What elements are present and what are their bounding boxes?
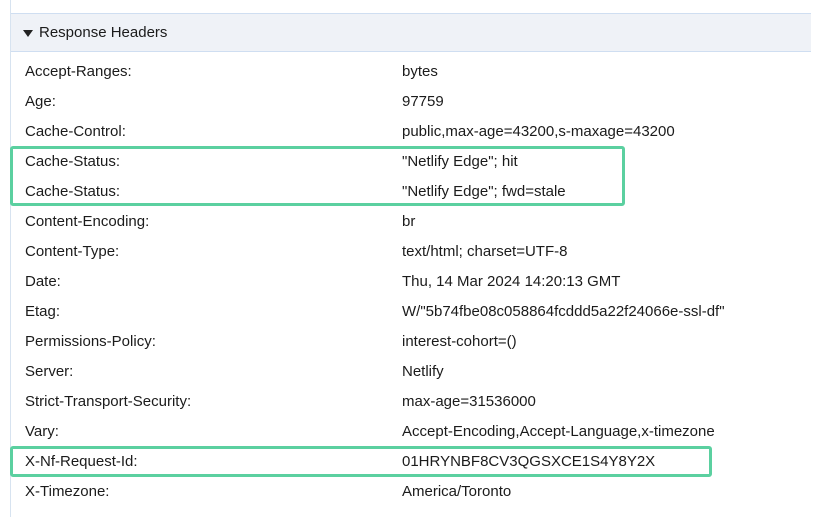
header-value[interactable]: public,max-age=43200,s-maxage=43200 — [402, 122, 675, 140]
header-name: X-Timezone: — [25, 482, 110, 500]
header-name: Cache-Control: — [25, 122, 126, 140]
header-value[interactable]: "Netlify Edge"; fwd=stale — [402, 182, 566, 200]
header-row[interactable]: Vary: Accept-Encoding,Accept-Language,x-t… — [11, 416, 811, 446]
header-name: Date: — [25, 272, 61, 290]
header-row[interactable]: Date: Thu, 14 Mar 2024 14:20:13 GMT — [11, 266, 811, 296]
header-value[interactable]: 97759 — [402, 92, 444, 110]
header-row[interactable]: Server: Netlify — [11, 356, 811, 386]
header-value[interactable]: 01HRYNBF8CV3QGSXCE1S4Y8Y2X — [402, 452, 656, 470]
section-title: Response Headers — [39, 24, 168, 41]
header-row[interactable]: Cache-Status: "Netlify Edge"; fwd=stale — [11, 176, 811, 206]
header-row[interactable]: Permissions-Policy: interest-cohort=() — [11, 326, 811, 356]
header-name: X-Nf-Request-Id: — [25, 452, 138, 470]
header-name: Etag: — [25, 302, 61, 320]
header-name: Server: — [25, 362, 74, 380]
header-name: Age: — [25, 92, 56, 110]
header-value[interactable]: max-age=31536000 — [402, 392, 536, 410]
header-row[interactable]: Cache-Status: "Netlify Edge"; hit — [11, 146, 811, 176]
header-row[interactable]: Accept-Ranges: bytes — [11, 56, 811, 86]
header-name: Content-Type: — [25, 242, 120, 260]
header-value[interactable]: W/"5b74fbe08c058864fcddd5a22f24066e-ssl-… — [402, 302, 725, 320]
triangle-down-icon[interactable] — [23, 27, 35, 39]
header-name: Content-Encoding: — [25, 212, 150, 230]
header-name: Vary: — [25, 422, 59, 440]
header-row[interactable]: X-Nf-Request-Id: 01HRYNBF8CV3QGSXCE1S4Y8Y… — [11, 446, 811, 476]
header-value[interactable]: Accept-Encoding,Accept-Language,x-timezo… — [402, 422, 715, 440]
response-headers-section-header[interactable]: Response Headers — [11, 13, 811, 52]
header-value[interactable]: br — [402, 212, 416, 230]
header-row[interactable]: Etag: W/"5b74fbe08c058864fcddd5a22f24066e… — [11, 296, 811, 326]
header-row[interactable]: Content-Type: text/html; charset=UTF-8 — [11, 236, 811, 266]
header-name: Cache-Status: — [25, 182, 121, 200]
header-value[interactable]: "Netlify Edge"; hit — [402, 152, 518, 170]
header-name: Strict-Transport-Security: — [25, 392, 192, 410]
header-row[interactable]: Age: 97759 — [11, 86, 811, 116]
header-value[interactable]: bytes — [402, 62, 438, 80]
header-value[interactable]: interest-cohort=() — [402, 332, 517, 350]
header-name: Permissions-Policy: — [25, 332, 156, 350]
header-value[interactable]: Netlify — [402, 362, 444, 380]
header-value[interactable]: Thu, 14 Mar 2024 14:20:13 GMT — [402, 272, 621, 290]
header-name: Accept-Ranges: — [25, 62, 132, 80]
header-value[interactable]: text/html; charset=UTF-8 — [402, 242, 568, 260]
header-row[interactable]: Content-Encoding: br — [11, 206, 811, 236]
header-name: Cache-Status: — [25, 152, 121, 170]
header-row[interactable]: Strict-Transport-Security: max-age=315360… — [11, 386, 811, 416]
header-row[interactable]: Cache-Control: public,max-age=43200,s-max… — [11, 116, 811, 146]
panel-left-divider — [10, 0, 11, 517]
header-row[interactable]: X-Timezone: America/Toronto — [11, 476, 811, 506]
header-value[interactable]: America/Toronto — [402, 482, 512, 500]
